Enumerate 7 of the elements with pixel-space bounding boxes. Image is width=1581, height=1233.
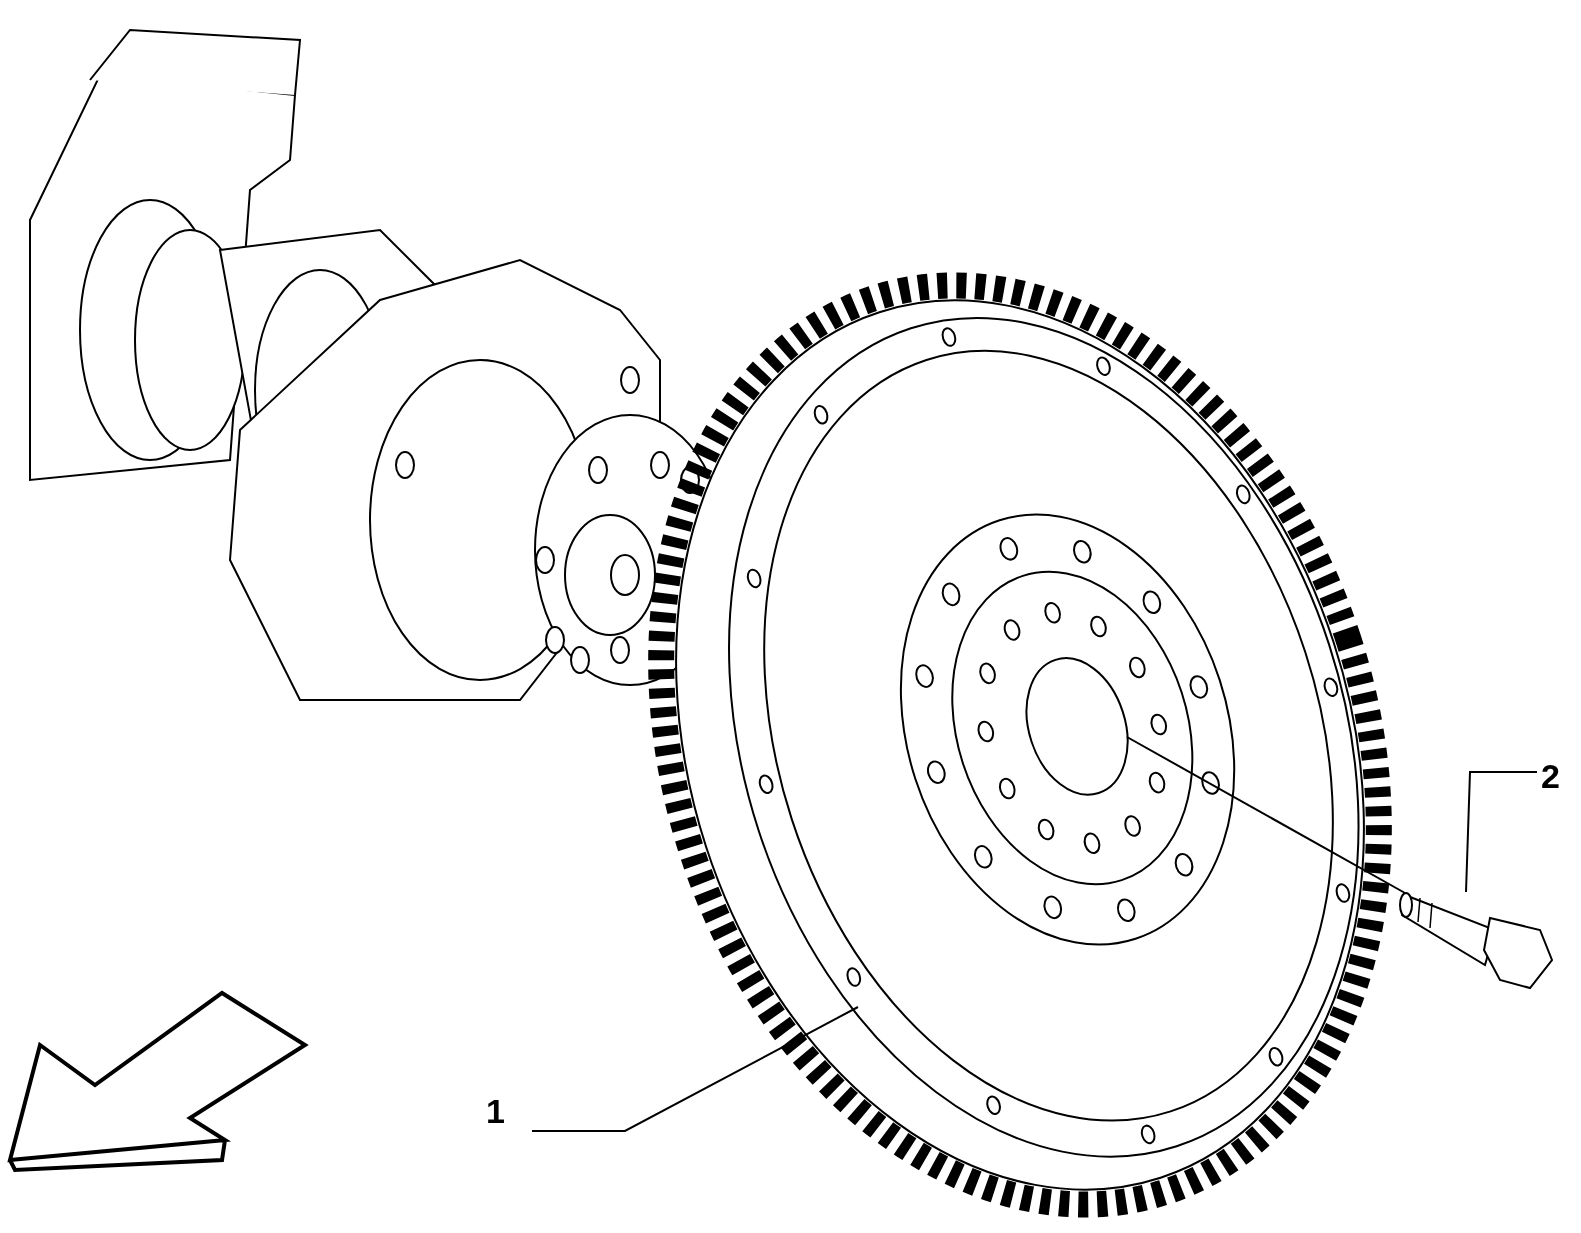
leader-line [531,1006,859,1132]
assembly-line [1126,736,1406,894]
bolt-drawing [1399,892,1554,990]
callout-number: 2 [1541,758,1560,794]
leader-line [1465,771,1538,893]
flywheel-drawing [648,272,1392,1218]
callout-number: 1 [486,1093,505,1129]
